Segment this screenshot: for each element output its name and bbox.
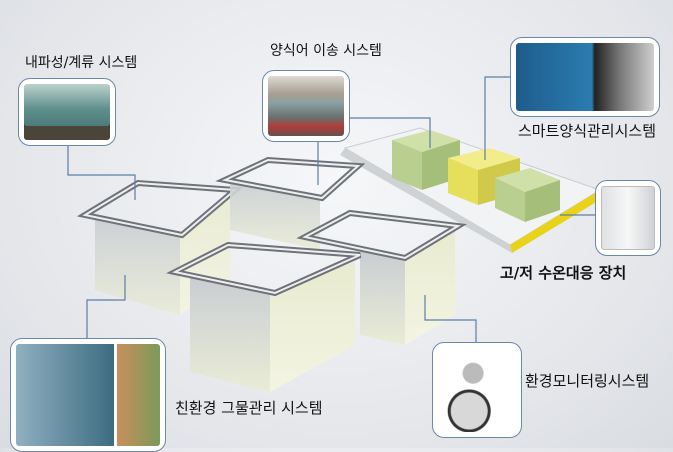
photo-smart-monitors — [510, 37, 660, 117]
deck-platform — [340, 127, 603, 253]
label-mooring-system: 내파성/계류 시스템 — [25, 55, 138, 71]
tank-left — [392, 130, 460, 190]
label-net-management-system: 친환경 그물관리 시스템 — [175, 399, 323, 417]
cage-front — [166, 241, 362, 392]
photo-chiller — [595, 180, 661, 256]
cage-right — [296, 209, 468, 345]
label-fish-transfer-system: 양식어 이송 시스템 — [270, 43, 382, 59]
label-environment-monitoring-system: 환경모니터링시스템 — [525, 372, 650, 390]
photo-mooring — [18, 78, 116, 146]
connector-lines — [67, 76, 597, 342]
photo-sensors — [432, 342, 522, 438]
tank-right — [495, 168, 560, 222]
photo-net-management — [10, 338, 166, 452]
label-temperature-response-device: 고/저 수온대응 장치 — [500, 264, 627, 282]
photo-fish-transfer — [262, 70, 350, 142]
cage-back-middle — [215, 156, 366, 250]
label-smart-aquaculture-system: 스마트양식관리시스템 — [518, 122, 657, 140]
